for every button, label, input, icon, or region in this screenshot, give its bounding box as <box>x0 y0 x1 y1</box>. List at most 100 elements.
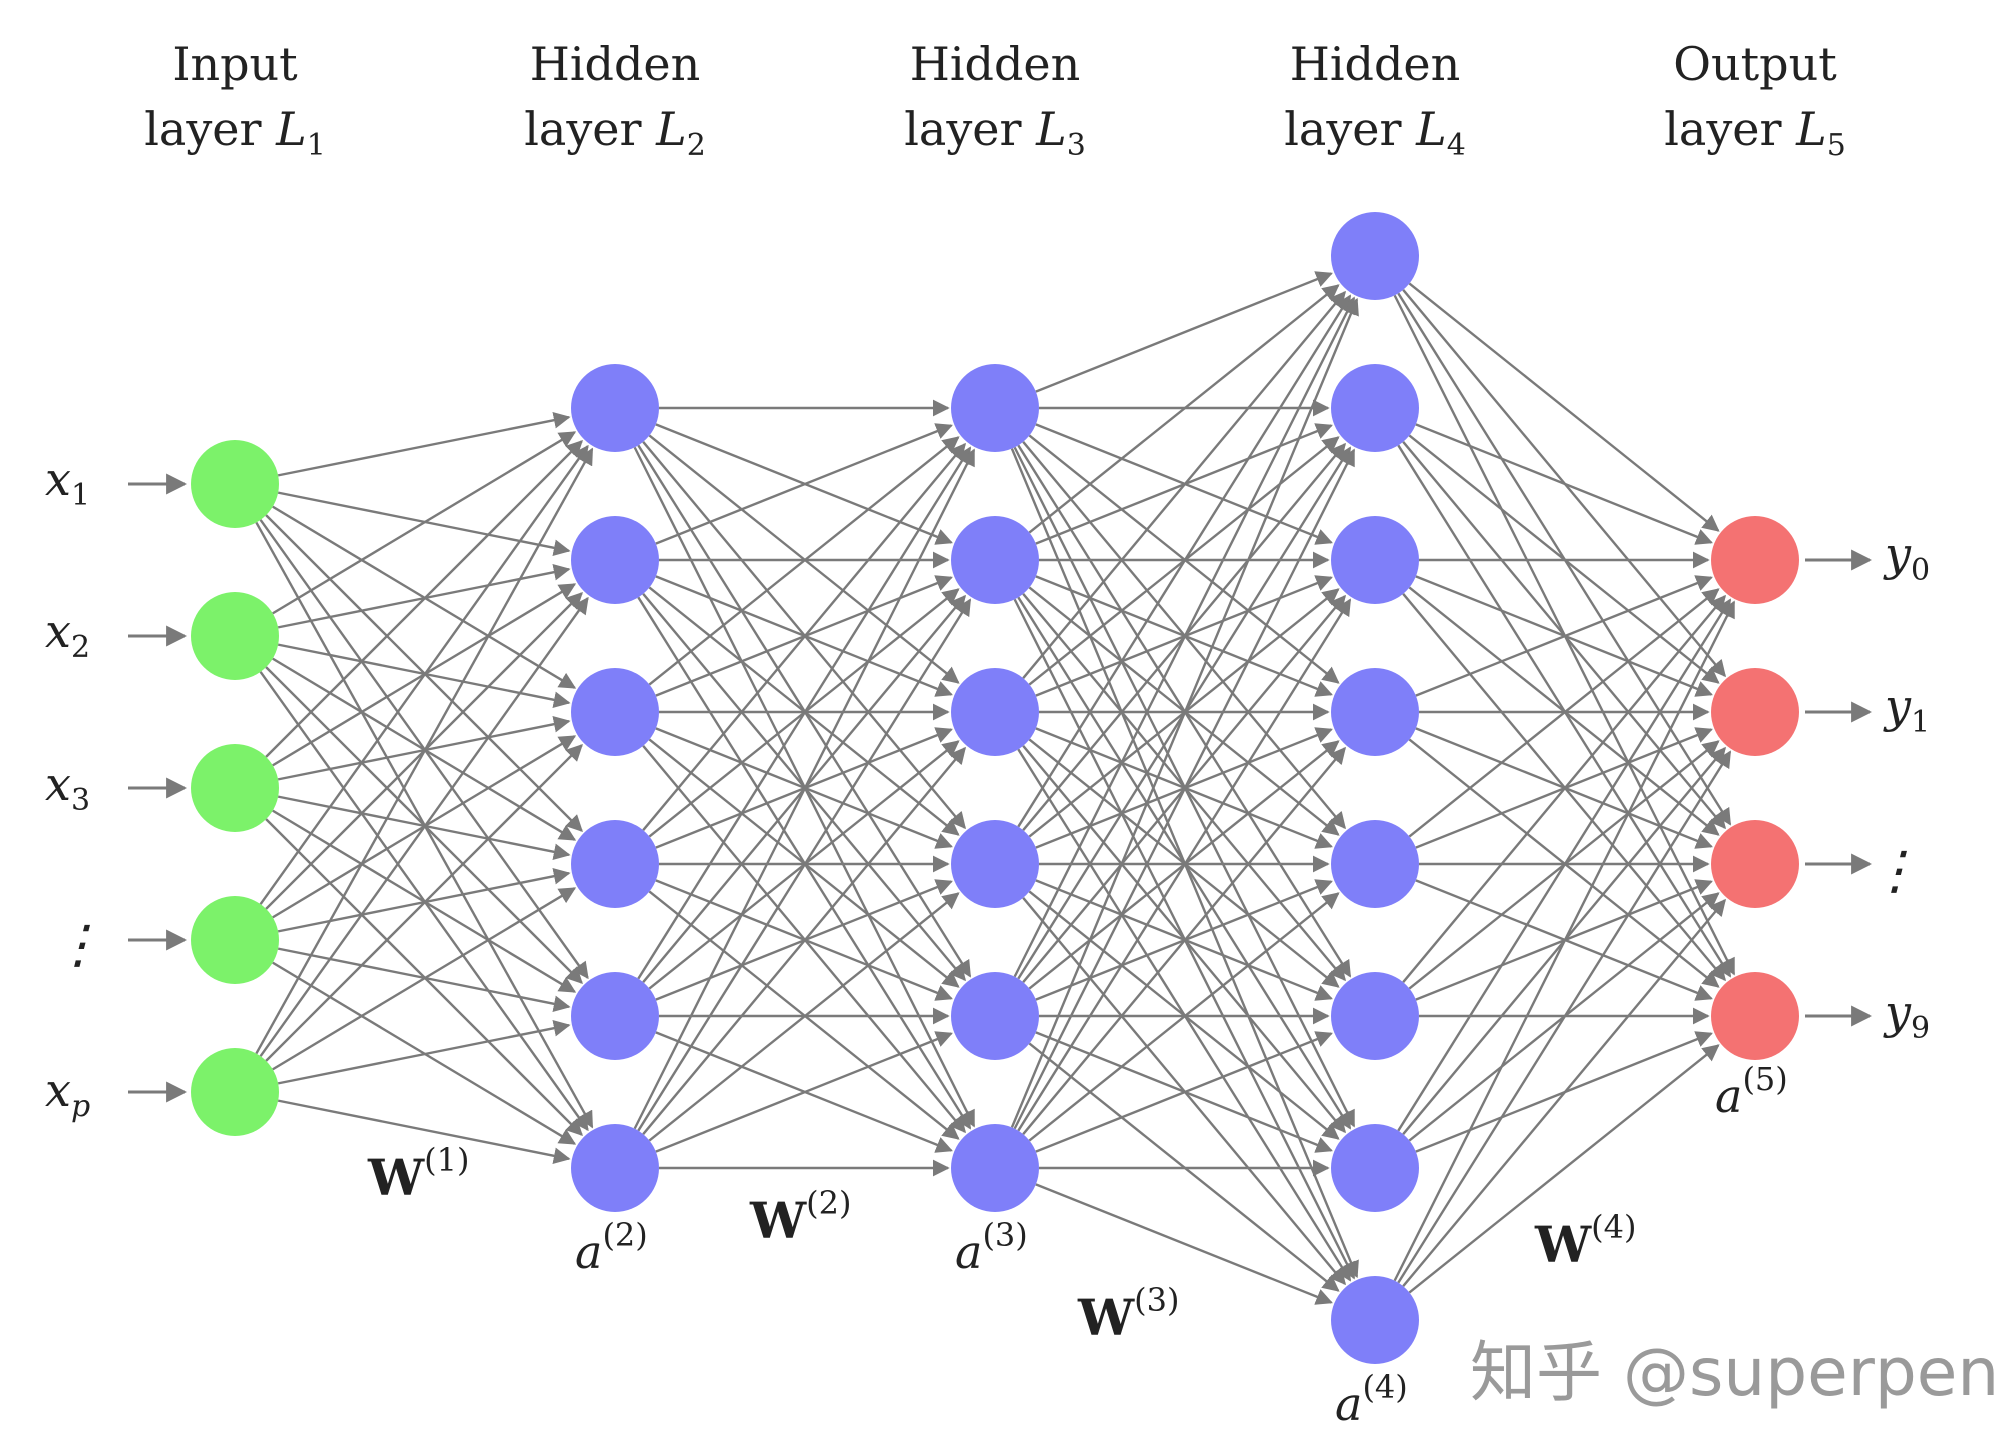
connection-edge <box>1408 282 1720 532</box>
neuron-layer-2 <box>571 820 659 908</box>
layer-title-line1: Input <box>172 37 298 91</box>
neuron-layer-4 <box>1331 1124 1419 1212</box>
neuron-layer-1 <box>191 592 279 680</box>
neuron-layer-4 <box>1331 820 1419 908</box>
output-label: y1 <box>1883 679 1930 740</box>
connection-edge <box>1402 898 1726 1287</box>
watermark: 知乎 @superpeng <box>1470 1334 2000 1411</box>
connections <box>255 271 1736 1305</box>
connection-edge <box>1397 750 1732 1284</box>
neuron-layer-4 <box>1331 1276 1419 1364</box>
output-labels: y0 y1 ⋮ y9 <box>1869 527 1930 1046</box>
neuron-layer-3 <box>951 972 1039 1060</box>
neuron-layer-1 <box>191 1048 279 1136</box>
input-label-ellipsis: ⋮ <box>52 915 104 975</box>
connection-edge <box>272 887 577 1071</box>
neuron-layer-5 <box>1711 516 1799 604</box>
neuron-layer-2 <box>571 1124 659 1212</box>
layer-title-hidden-2: Hidden layer L2 <box>524 37 706 163</box>
connection-edge <box>1415 575 1713 697</box>
connection-edge <box>655 423 953 545</box>
weight-label: W(3) <box>1077 1281 1179 1347</box>
neuron-layer-3 <box>951 668 1039 756</box>
neuron-layer-3 <box>951 516 1039 604</box>
neuron-layer-4 <box>1331 364 1419 452</box>
input-label: xp <box>45 1063 90 1124</box>
connection-edge <box>1415 423 1713 545</box>
connection-edge <box>1017 294 1352 828</box>
connection-edge <box>277 1019 571 1085</box>
connection-edge <box>259 444 589 905</box>
neuron-layer-3 <box>951 1124 1039 1212</box>
neuron-layer-5 <box>1711 668 1799 756</box>
connection-edge <box>642 746 966 1135</box>
layer-title-line2: layer L2 <box>524 102 706 163</box>
layer-title-line2: layer L4 <box>1284 102 1466 163</box>
neuron-layer-2 <box>571 972 659 1060</box>
neuron-layer-2 <box>571 516 659 604</box>
connection-edge <box>1393 600 1736 1282</box>
neuron-layer-1 <box>191 896 279 984</box>
layer-title-line2: layer L1 <box>144 102 326 163</box>
connection-edge <box>637 598 972 1132</box>
connection-edge <box>648 892 960 1142</box>
layer-title-line1: Output <box>1673 37 1837 91</box>
layer-title-hidden-4: Hidden layer L4 <box>1284 37 1466 163</box>
connection-edge <box>1028 892 1340 1142</box>
output-label-ellipsis: ⋮ <box>1869 841 1921 901</box>
connection-edge <box>648 436 960 686</box>
layer-titles: Input layer L1 Hidden layer L2 Hidden la… <box>144 37 1846 163</box>
layer-title-line1: Hidden <box>910 37 1081 91</box>
connection-edge <box>1408 1044 1720 1294</box>
neuron-layer-1 <box>191 440 279 528</box>
connection-edge <box>1017 598 1352 1132</box>
activation-labels: a(2) a(3) a(4) a(5) <box>575 1060 1788 1431</box>
neuron-layer-2 <box>571 364 659 452</box>
output-label: y0 <box>1883 527 1930 588</box>
weight-label: W(1) <box>367 1141 469 1207</box>
input-label: x2 <box>45 604 90 665</box>
neuron-layer-4 <box>1331 516 1419 604</box>
connection-edge <box>259 596 589 1057</box>
connection-edge <box>1013 448 1356 1130</box>
connection-edge <box>1035 1031 1333 1153</box>
layer-title-hidden-3: Hidden layer L3 <box>904 37 1086 163</box>
connection-edge <box>1010 297 1359 1128</box>
neuron-layer-5 <box>1711 820 1799 908</box>
layer-title-line1: Hidden <box>530 37 701 91</box>
connection-edge <box>637 446 972 980</box>
neuron-layer-2 <box>571 668 659 756</box>
neuron-layer-4 <box>1331 668 1419 756</box>
connection-edge <box>277 411 571 477</box>
layer-title-line2: layer L5 <box>1664 102 1846 163</box>
weight-label: W(2) <box>749 1184 851 1250</box>
connection-edge <box>265 744 583 1062</box>
layer-title-line1: Hidden <box>1290 37 1461 91</box>
activation-label: a(4) <box>1335 1368 1408 1431</box>
layer-title-output: Output layer L5 <box>1664 37 1846 163</box>
connection-edge <box>1397 598 1732 1132</box>
layer-title-input: Input layer L1 <box>144 37 326 163</box>
connection-edge <box>1022 746 1346 1135</box>
connection-edge <box>265 440 583 758</box>
neuron-layer-5 <box>1711 972 1799 1060</box>
connection-edge <box>1035 1183 1333 1305</box>
weight-labels: W(1) W(2) W(3) W(4) <box>367 1141 1636 1347</box>
activation-label: a(3) <box>955 1216 1028 1279</box>
layer-title-line2: layer L3 <box>904 102 1086 163</box>
neurons <box>191 212 1799 1364</box>
connection-edge <box>277 1099 571 1165</box>
connection-edge <box>1402 594 1726 983</box>
input-labels: x1 x2 x3 ⋮ xp <box>45 452 104 1124</box>
connection-edge <box>1035 271 1333 393</box>
neuron-layer-3 <box>951 364 1039 452</box>
connection-edge <box>633 448 976 1130</box>
activation-label: a(5) <box>1715 1060 1788 1123</box>
connection-edge <box>642 442 966 831</box>
connection-edge <box>1022 290 1346 679</box>
connection-edge <box>1408 588 1720 838</box>
input-label: x3 <box>45 757 90 818</box>
connection-edge <box>1013 296 1356 978</box>
connection-edge <box>255 447 594 1055</box>
